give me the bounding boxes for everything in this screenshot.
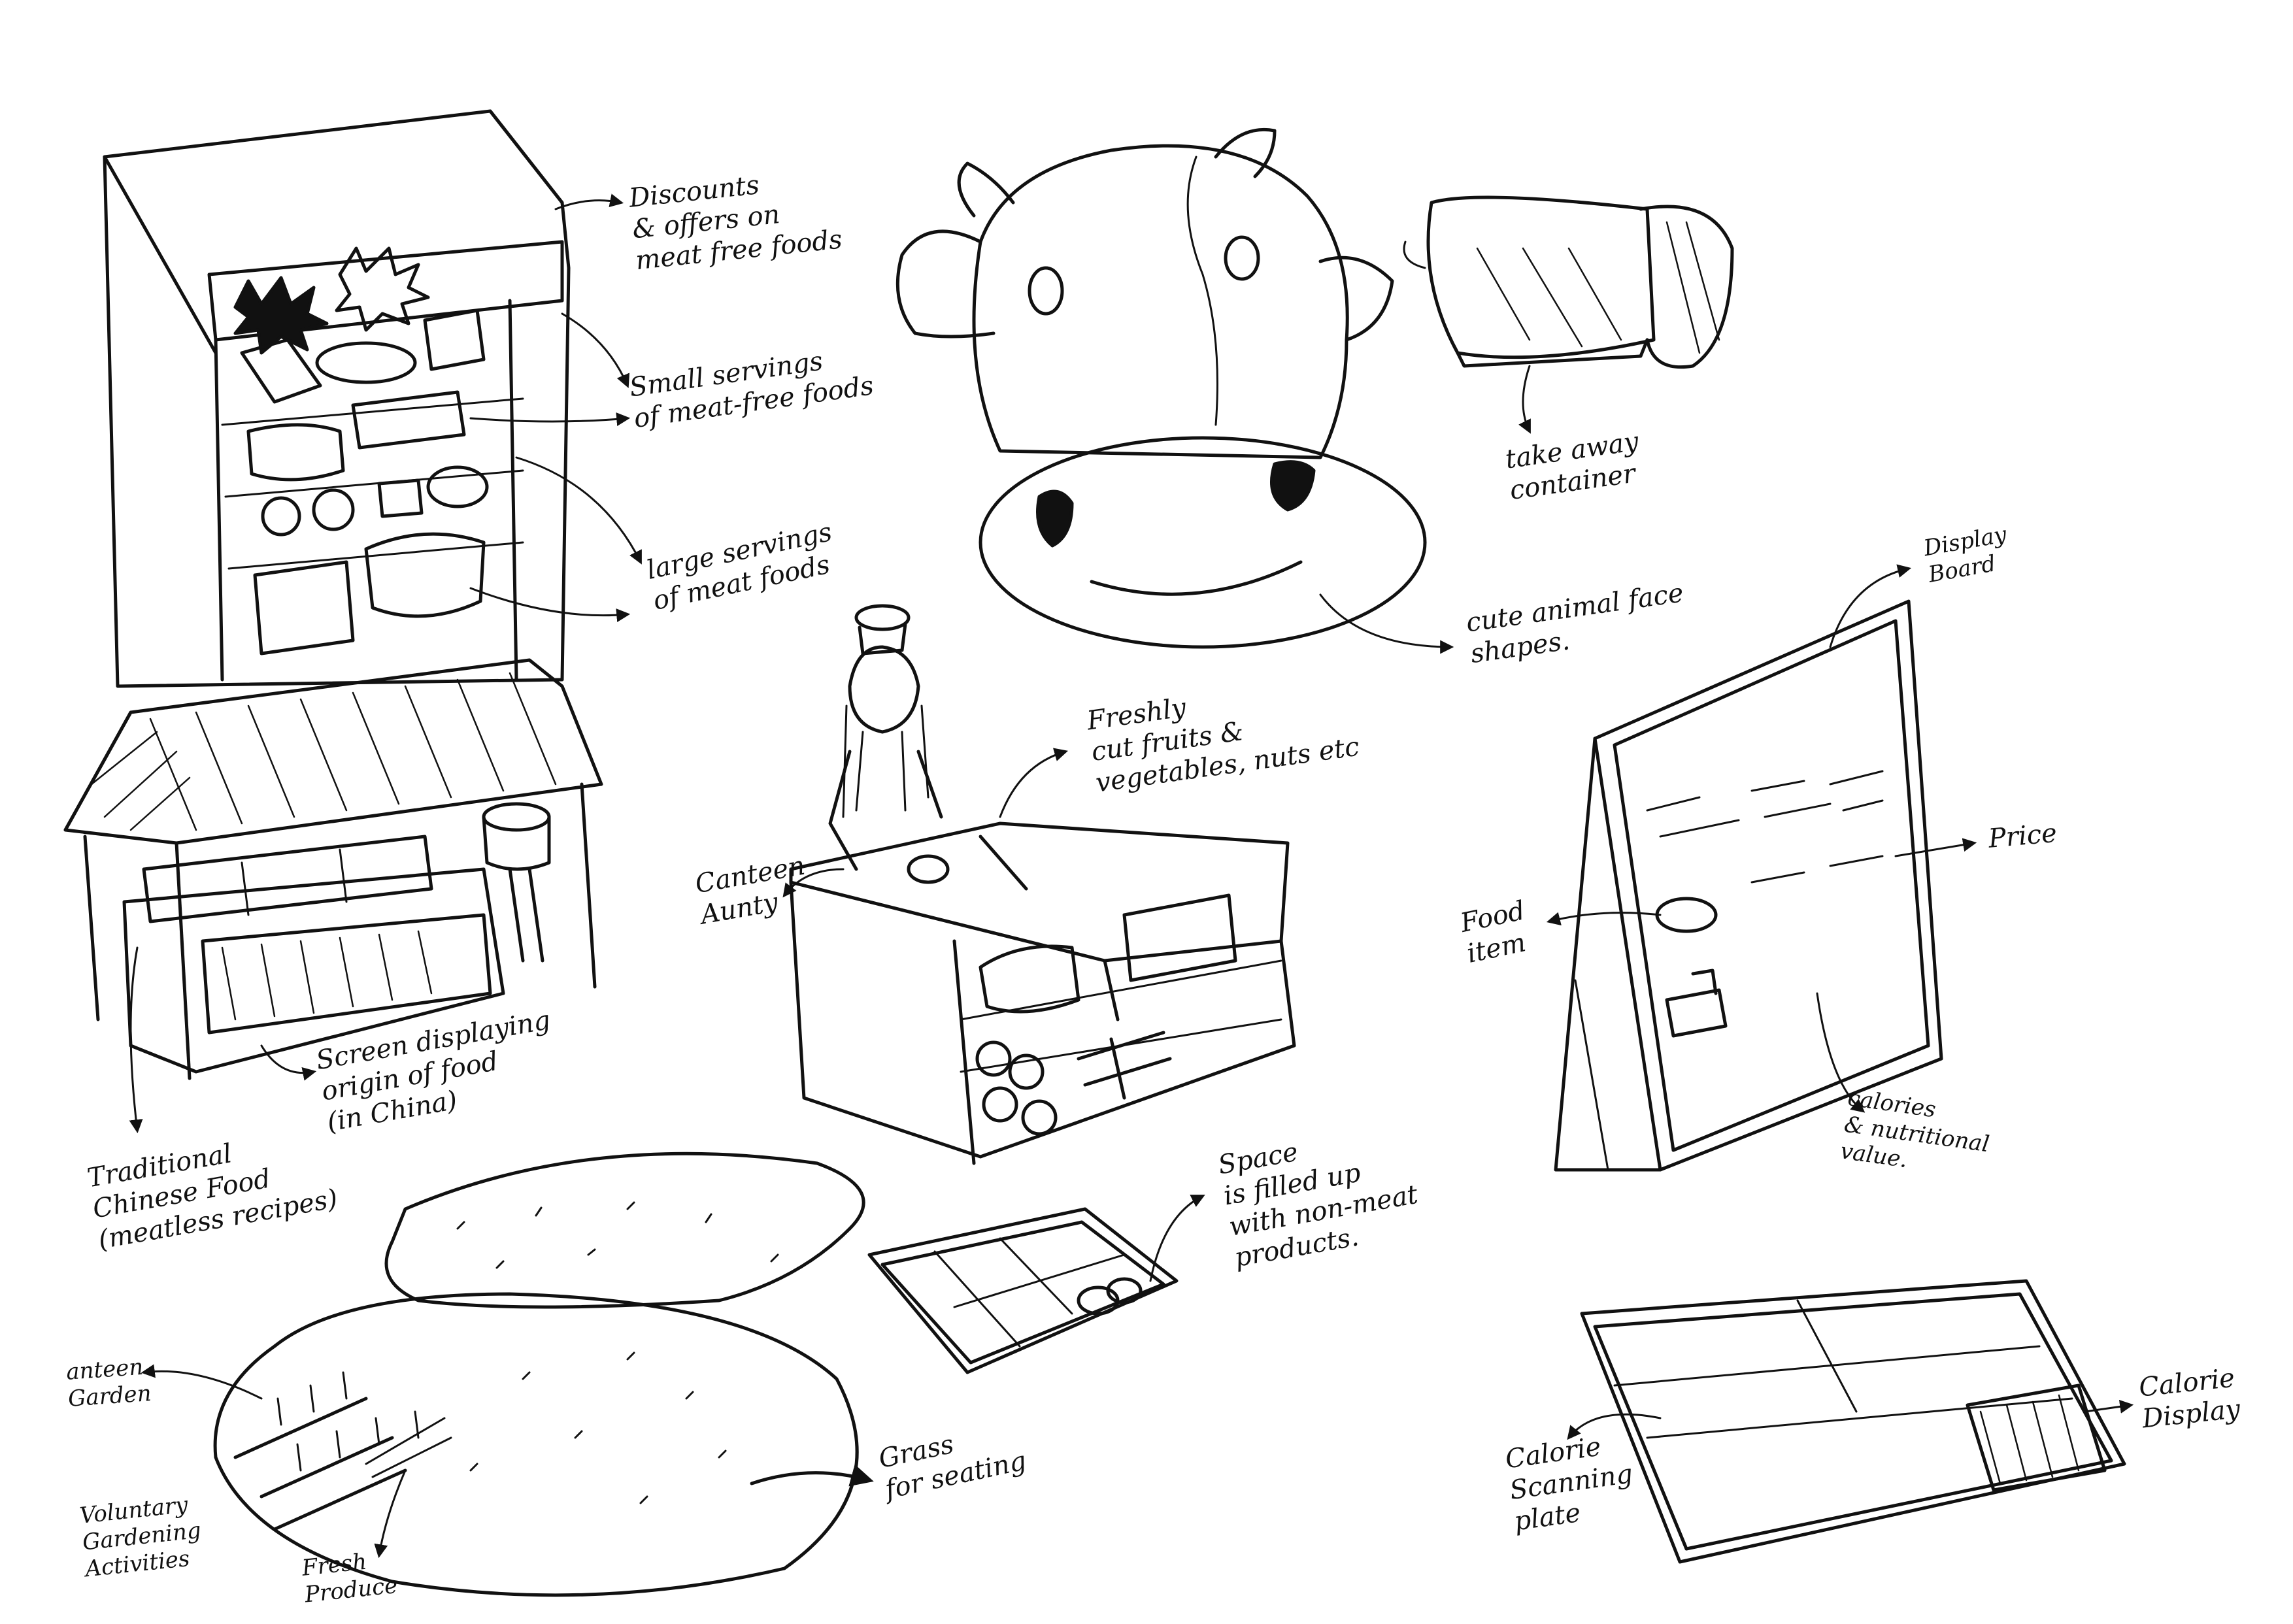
display-board [1556, 601, 1941, 1170]
annotation-calorie-display: Calorie Display [2137, 1362, 2241, 1434]
annotation-price: Price [1987, 818, 2058, 855]
food-display-cabinet [105, 111, 569, 686]
compartment-tray [869, 1209, 1177, 1372]
cow-face-container [897, 129, 1425, 647]
annotation-fresh-produce: Fresh Produce [301, 1546, 399, 1608]
canteen-garden [215, 1153, 863, 1595]
calorie-scanning-plate [1582, 1281, 2124, 1562]
annotation-canteen-garden: anteen Garden [65, 1353, 152, 1412]
take-away-container [1404, 197, 1732, 367]
annotation-voluntary: Voluntary Gardening Activities [78, 1491, 205, 1583]
annotation-calorie-plate: Calorie Scanning plate [1503, 1427, 1639, 1538]
annotation-food-item: Food item [1458, 895, 1534, 970]
